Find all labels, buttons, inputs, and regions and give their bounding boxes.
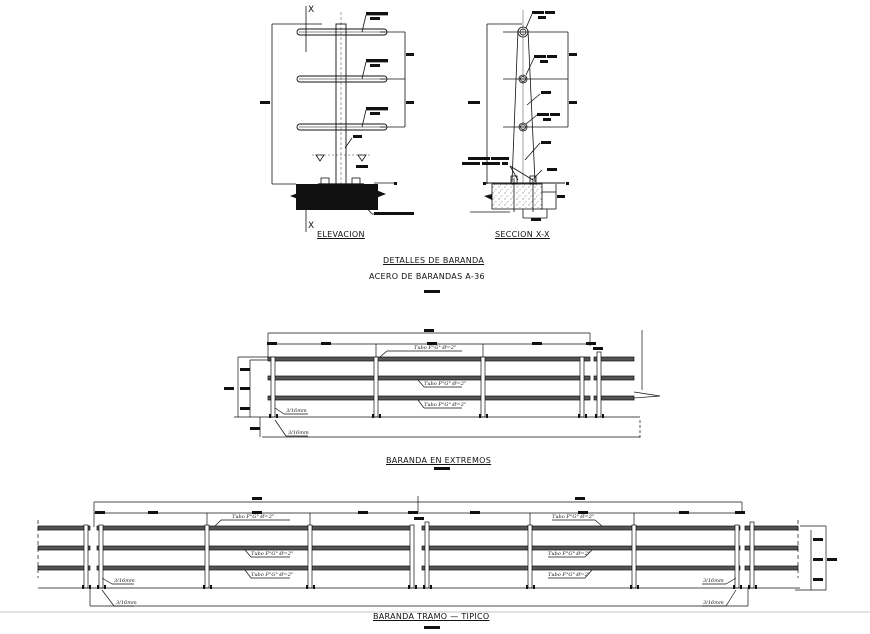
tramo-tube-label-left-1: Tubo F°G° Ø=2": [232, 514, 275, 520]
tramo-dim-tags: [82, 497, 837, 589]
extremos-title: BARANDA EN EXTREMOS: [386, 456, 492, 465]
tramo-tube-label-left-3: Tubo F°G° Ø=2": [251, 572, 294, 578]
elevation-tags: [353, 12, 414, 215]
section-tags: [462, 11, 569, 221]
tramo-tube-label-right-2: Tubo F°G° Ø=2": [548, 551, 591, 557]
post-anchors: [82, 585, 757, 589]
tramo-title: BARANDA TRAMO — TIPICO: [373, 612, 490, 621]
tramo-view: [0, 496, 870, 613]
tramo-weld-label-left-2: 3/16mm: [116, 600, 137, 606]
post-anchors: [269, 414, 604, 418]
extremos-view: [234, 330, 661, 440]
extremos-weld-label-1: 3/16mm: [286, 408, 307, 414]
section-view: [468, 10, 577, 219]
tramo-weld-label-right-1: 3/16mm: [703, 578, 724, 584]
section-mark-top: X: [308, 5, 315, 15]
elevacion-title: ELEVACION: [317, 230, 365, 239]
tramo-tube-label-right-1: Tubo F°G° Ø=2": [552, 514, 595, 520]
tramo-weld-label-right-2: 3/16mm: [703, 600, 724, 606]
scale-bar-tramo: [424, 626, 440, 629]
scale-bar-detalles: [424, 290, 440, 293]
detalles-subtitle: ACERO DE BARANDAS A-36: [369, 272, 485, 281]
seccion-title: SECCION X-X: [495, 230, 550, 239]
extremos-dim-tags: [224, 329, 604, 430]
scale-bar-extremos: [434, 467, 450, 470]
section-mark-bottom: X: [308, 221, 315, 231]
tramo-weld-label-left-1: 3/16mm: [114, 578, 135, 584]
extremos-tube-label-1: Tubo F°G° Ø=2": [414, 345, 457, 351]
detalles-title: DETALLES DE BARANDA: [383, 256, 485, 265]
tramo-tube-label-right-3: Tubo F°G° Ø=2": [548, 572, 591, 578]
extremos-tube-label-2: Tubo F°G° Ø=2": [424, 381, 467, 387]
tramo-tube-label-left-2: Tubo F°G° Ø=2": [251, 551, 294, 557]
elevation-view: [260, 6, 414, 232]
extremos-tube-label-3: Tubo F°G° Ø=2": [424, 402, 467, 408]
extremos-weld-label-2: 3/16mm: [288, 430, 309, 436]
